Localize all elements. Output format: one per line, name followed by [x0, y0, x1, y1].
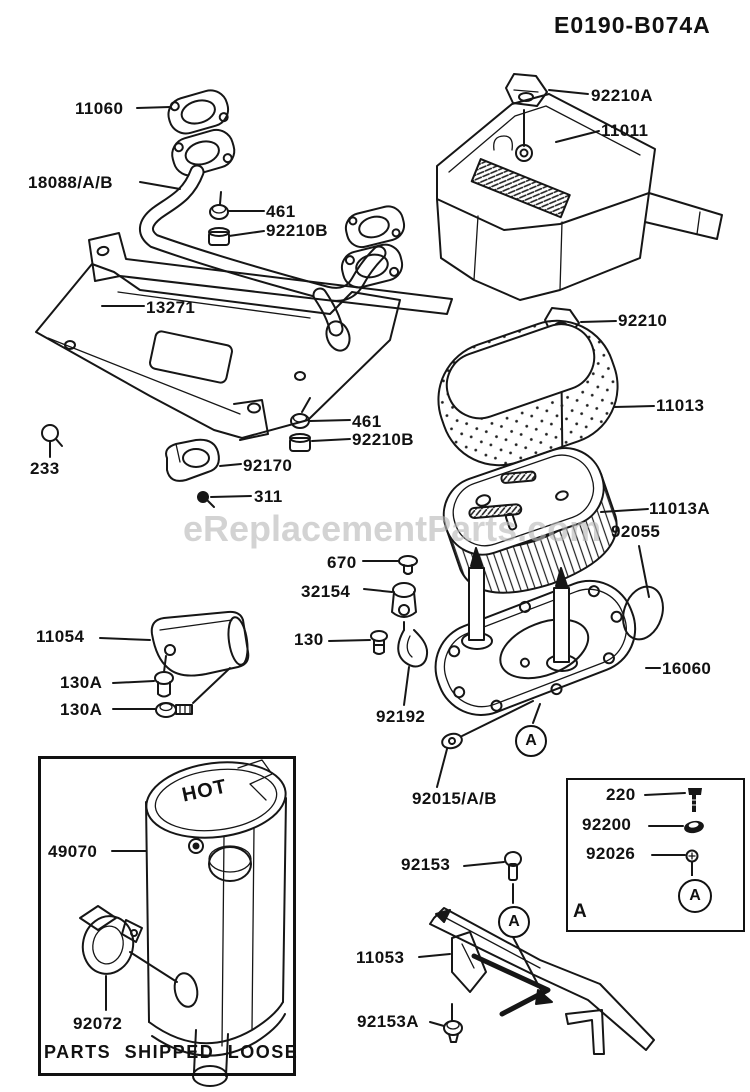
part-label-11013: 11013: [656, 396, 705, 415]
nut-92015-drawing: [441, 732, 463, 750]
filter-element-11013-drawing: [437, 319, 619, 467]
pipe-flange-drawing: [171, 128, 236, 177]
legend-icons: [684, 788, 704, 876]
leader-lines: [99, 89, 686, 1027]
exhaust-pipe-18088-drawing: [139, 164, 406, 352]
part-label-130A-2: 130A: [60, 700, 103, 719]
nut-461-mid-drawing: [289, 397, 311, 452]
parts-shipped-loose-box: [38, 756, 296, 1076]
clamp-92170-drawing: [165, 438, 220, 482]
nut-461-top-drawing: [208, 191, 230, 246]
part-label-32154: 32154: [301, 582, 351, 601]
bolt-92153A-drawing: [443, 1003, 463, 1043]
part-label-670: 670: [327, 553, 357, 572]
part-label-92015: 92015/A/B: [412, 789, 497, 808]
part-label-92072: 92072: [73, 1014, 123, 1033]
callout-circle-a-legend: A: [678, 879, 712, 913]
part-label-92153: 92153: [401, 855, 451, 874]
filter-element-11013A-drawing: [442, 447, 618, 594]
callout-circle-a-baseplate: A: [515, 725, 547, 757]
clamp-92072-drawing: [79, 905, 178, 1011]
base-plate-16060-drawing: [434, 547, 637, 716]
part-label-49070: 49070: [48, 842, 98, 861]
tube-92192-drawing: [397, 629, 429, 668]
bolt-130A-2-drawing: [155, 667, 231, 718]
part-label-130: 130: [294, 630, 324, 649]
part-label-311: 311: [254, 487, 283, 506]
part-label-11060: 11060: [75, 99, 124, 118]
part-label-130A-1: 130A: [60, 673, 103, 692]
air-cleaner-case-11011-drawing: [436, 93, 723, 301]
part-label-92026: 92026: [586, 844, 636, 863]
part-label-92153A: 92153A: [357, 1012, 419, 1031]
part-label-92210A: 92210A: [591, 86, 653, 105]
part-label-92192: 92192: [376, 707, 426, 726]
part-label-13271: 13271: [146, 298, 196, 317]
part-label-16060: 16060: [662, 659, 712, 678]
cap-670-drawing: [398, 555, 418, 575]
part-label-18088: 18088/A/B: [28, 173, 113, 192]
part-label-233: 233: [30, 459, 60, 478]
part-label-92200: 92200: [582, 815, 632, 834]
o-ring-92055-drawing: [622, 585, 664, 641]
part-label-11053: 11053: [356, 948, 405, 967]
bolt-130A-1-drawing: [154, 655, 174, 698]
part-label-92210B-mid: 92210B: [352, 430, 414, 449]
part-label-220: 220: [606, 785, 636, 804]
legend-box: [566, 778, 745, 932]
valve-32154-drawing: [391, 582, 417, 631]
wing-nut-92210A-drawing: [505, 73, 548, 107]
muffler-49070-drawing: [145, 759, 287, 1087]
bolt-311-drawing: [197, 491, 215, 508]
part-label-92170: 92170: [243, 456, 293, 475]
legend-corner-letter: A: [573, 901, 587, 922]
gasket-11060-drawing: [167, 89, 230, 135]
stud-233-drawing: [41, 424, 63, 458]
bolt-130-drawing: [370, 630, 388, 655]
part-label-461-mid: 461: [352, 412, 382, 431]
part-label-461-top: 461: [266, 202, 296, 221]
part-label-92210: 92210: [618, 311, 668, 330]
duct-11054-drawing: [150, 610, 250, 677]
part-label-11011: 11011: [601, 121, 649, 140]
part-label-92055: 92055: [611, 522, 661, 541]
bracket-13271-drawing: [35, 232, 453, 441]
part-label-92210B-top: 92210B: [266, 221, 328, 240]
parts-shipped-loose-label: PARTS SHIPPED LOOSE: [44, 1042, 299, 1062]
part-label-11054: 11054: [36, 627, 85, 646]
callout-circle-a-bracket: A: [498, 906, 530, 938]
bolt-92153-drawing: [504, 851, 553, 1005]
diagram-title: E0190-B074A: [554, 12, 711, 38]
part-label-11013A: 11013A: [649, 499, 711, 518]
